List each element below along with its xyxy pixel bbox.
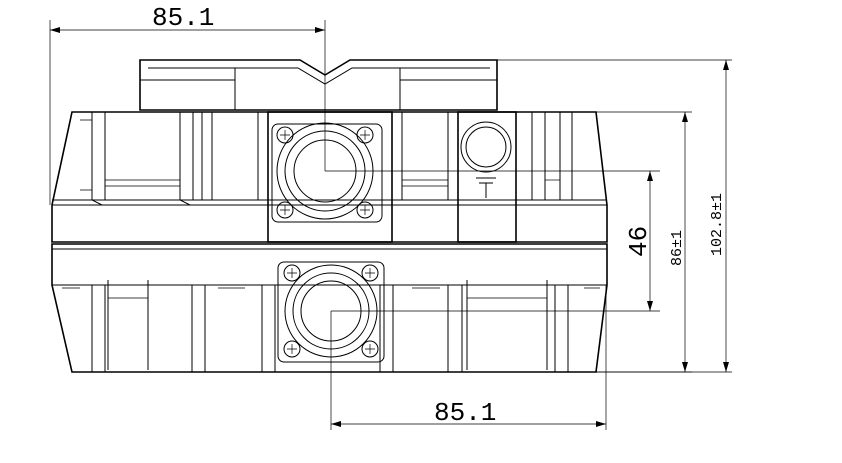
lower-housing xyxy=(51,243,608,373)
dim-center-height-label: 86±1 xyxy=(669,230,686,266)
dimension-bottom-width xyxy=(330,285,607,430)
top-bracket xyxy=(139,59,498,111)
upper-connector xyxy=(267,111,393,243)
dim-top-width-label: 85.1 xyxy=(152,3,214,33)
upper-ribs xyxy=(80,112,573,206)
dim-bottom-width-label: 85.1 xyxy=(434,398,496,428)
upper-housing xyxy=(51,111,608,243)
lower-ribs xyxy=(62,280,600,372)
dim-overall-height-label: 102.8±1 xyxy=(709,193,726,256)
dimension-overall-height xyxy=(497,59,732,373)
ground-icon xyxy=(476,177,496,198)
vent-port xyxy=(457,111,517,243)
dim-connector-spacing-label: 46 xyxy=(624,226,654,257)
dimension-top-width xyxy=(49,20,326,205)
dimension-connector-spacing xyxy=(325,170,660,312)
